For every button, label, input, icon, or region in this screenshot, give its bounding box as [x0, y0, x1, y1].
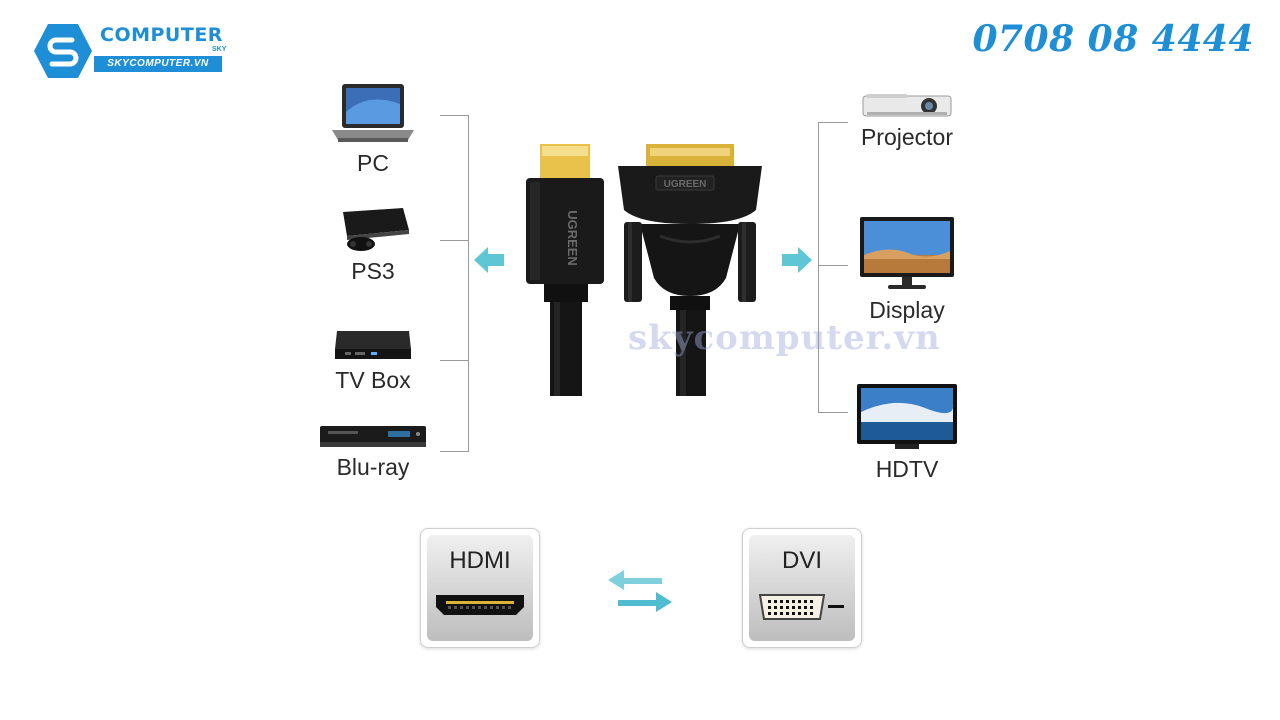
left-bracket-tick [440, 115, 468, 116]
brand-name: COMPUTER [100, 24, 223, 46]
device-label-hdtv: HDTV [875, 456, 939, 482]
projector-icon [862, 94, 952, 117]
brand-logo[interactable]: COMPUTER SKY SKYCOMPUTER.VN [32, 22, 232, 82]
hdmi-port-card: HDMI [420, 528, 540, 648]
hdtv-icon [857, 384, 957, 449]
brand-domain: SKYCOMPUTER.VN [94, 56, 222, 72]
device-label-bluray: Blu-ray [336, 454, 410, 480]
cable-brand-dvi: UGREEN [664, 179, 707, 190]
dvi-port-card: DVI [742, 528, 862, 648]
right-bracket-vertical [818, 122, 819, 413]
bluray-player-icon [320, 426, 426, 447]
hdmi-port-icon [436, 595, 524, 615]
left-bracket-tick [440, 360, 468, 361]
device-bluray: Blu-ray [303, 422, 443, 481]
device-label-tv-box: TV Box [335, 367, 411, 393]
device-hdtv: HDTV [837, 382, 977, 483]
game-console-icon [343, 208, 409, 251]
dvi-port-icon [758, 594, 844, 620]
logo-mark-icon [34, 24, 92, 78]
device-ps3: PS3 [303, 204, 443, 285]
brand-superscript: SKY [212, 46, 227, 53]
device-tv-box: TV Box [303, 325, 443, 394]
device-display: Display [837, 215, 977, 324]
right-bracket-tick [818, 265, 848, 266]
device-pc: PC [303, 82, 443, 177]
swap-arrows-icon [608, 570, 672, 612]
watermark-text: skycomputer.vn [628, 318, 941, 358]
right-bracket-tick [818, 122, 848, 123]
device-projector: Projector [837, 90, 977, 151]
arrow-left-icon [474, 247, 504, 273]
left-bracket-tick [440, 451, 468, 452]
left-bracket-vertical [468, 115, 469, 452]
phone-number[interactable]: 0708 08 4444 [972, 18, 1254, 60]
device-label-ps3: PS3 [351, 258, 395, 284]
hdmi-to-dvi-cable: UGREEN UGREEN [526, 144, 762, 396]
laptop-icon [332, 84, 414, 142]
left-bracket-tick [440, 240, 468, 241]
arrow-right-icon [782, 247, 812, 273]
right-bracket-tick [818, 412, 848, 413]
hdmi-port-label: HDMI [449, 547, 511, 574]
tv-box-icon [335, 331, 411, 359]
monitor-icon [860, 217, 954, 289]
device-label-projector: Projector [860, 124, 954, 150]
cable-brand-hdmi: UGREEN [565, 210, 580, 266]
device-label-display: Display [869, 297, 945, 323]
device-label-pc: PC [357, 150, 389, 176]
dvi-port-label: DVI [781, 547, 822, 574]
